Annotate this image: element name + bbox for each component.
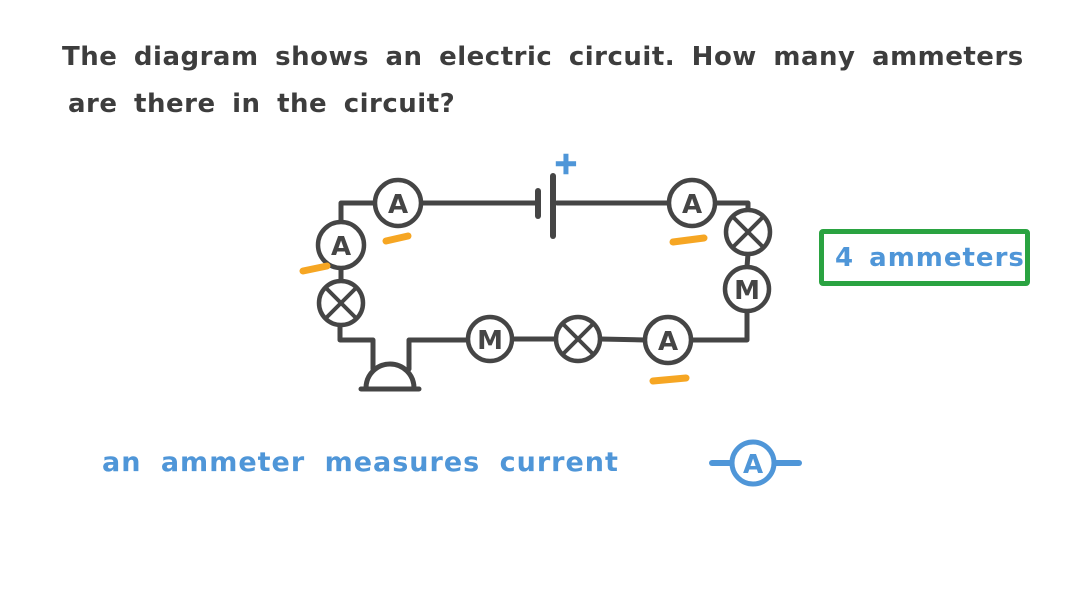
highlight-mark	[669, 234, 708, 246]
lamp-right	[723, 207, 773, 257]
lamp-bottom	[553, 314, 603, 364]
motor-symbol	[722, 264, 772, 314]
ammeter-symbol	[315, 219, 367, 271]
motor-right: M	[722, 264, 772, 314]
ammeter-top-left: A	[372, 177, 424, 229]
motor-symbol	[465, 314, 515, 364]
note-text: an ammeter measures current	[102, 447, 619, 478]
motor-bottom: M	[465, 314, 515, 364]
highlight-mark	[299, 262, 331, 275]
ammeter-label: A	[658, 327, 678, 357]
ammeter-legend-symbol: A	[709, 439, 802, 487]
battery-symbol: +	[535, 146, 579, 239]
ammeter-symbol	[666, 177, 718, 229]
ammeter-top-right: A	[666, 177, 718, 229]
battery-positive-sign: +	[553, 147, 578, 182]
ammeter-label: A	[388, 190, 408, 220]
wire	[406, 337, 471, 372]
ammeter-left: A	[315, 219, 367, 271]
motor-label: M	[734, 276, 760, 306]
legend-ammeter-label: A	[743, 450, 763, 480]
ammeter-symbol	[372, 177, 424, 229]
highlight-marks	[299, 232, 708, 385]
lamp-cross-line	[324, 286, 358, 320]
lamp-cross-line	[561, 322, 595, 356]
question-text: The diagram shows an electric circuit. H…	[62, 34, 1052, 128]
ammeter-bottom: A	[642, 314, 694, 366]
wire	[712, 200, 751, 213]
lamp-left	[316, 278, 366, 328]
lamp-cross-line	[731, 215, 765, 249]
wire	[338, 200, 378, 226]
ammeter-label: A	[331, 232, 351, 262]
bell-symbol	[358, 361, 422, 392]
wire	[597, 336, 648, 343]
answer-text: 4 ammeters	[835, 242, 1025, 273]
question-line-1: The diagram shows an electric circuit. H…	[62, 42, 1024, 72]
wire	[337, 322, 376, 372]
legend-ammeter-circle	[729, 439, 777, 487]
answer-box: 4 ammeters	[819, 229, 1030, 286]
highlight-mark	[649, 374, 690, 385]
question-line-2: are there in the circuit?	[68, 89, 456, 119]
highlight-mark	[382, 232, 412, 245]
ammeter-label: A	[682, 190, 702, 220]
wire	[688, 308, 750, 343]
ammeter-symbol	[642, 314, 694, 366]
bell-dome	[363, 361, 417, 391]
motor-label: M	[477, 326, 503, 356]
